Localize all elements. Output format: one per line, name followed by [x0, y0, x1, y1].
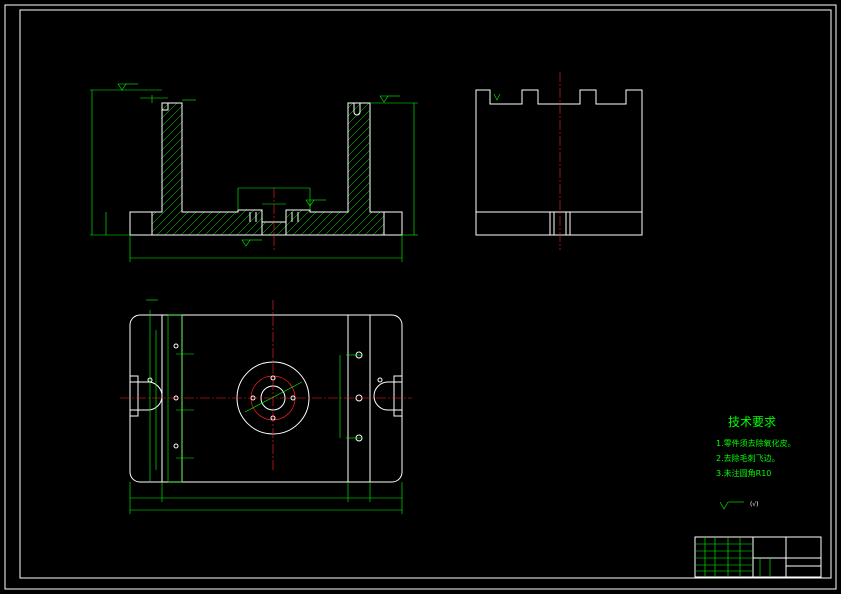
front-section-view: [90, 83, 418, 262]
tech-requirements: 技术要求 1.零件须去除氧化皮。 2.去除毛刺飞边。 3.未注圆角R10 (√): [716, 415, 796, 510]
roughness-note: (√): [750, 501, 759, 508]
sheet-inner-border: [19, 9, 832, 579]
roughness-symbol-icon: [719, 501, 729, 510]
side-view-outline: [475, 89, 643, 236]
front-section-hatch: [152, 103, 384, 235]
tech-requirement-3: 3.未注圆角R10: [716, 468, 771, 478]
title-block: [694, 536, 822, 578]
tech-requirement-1: 1.零件须去除氧化皮。: [716, 438, 796, 448]
front-section-outline: [129, 102, 403, 236]
tech-requirements-title: 技术要求: [728, 415, 776, 429]
side-view: [475, 72, 643, 250]
top-view-outline: [129, 314, 403, 483]
sheet-outer-border: [4, 4, 837, 590]
tech-requirement-2: 2.去除毛刺飞边。: [716, 453, 780, 463]
top-view: [120, 299, 412, 514]
